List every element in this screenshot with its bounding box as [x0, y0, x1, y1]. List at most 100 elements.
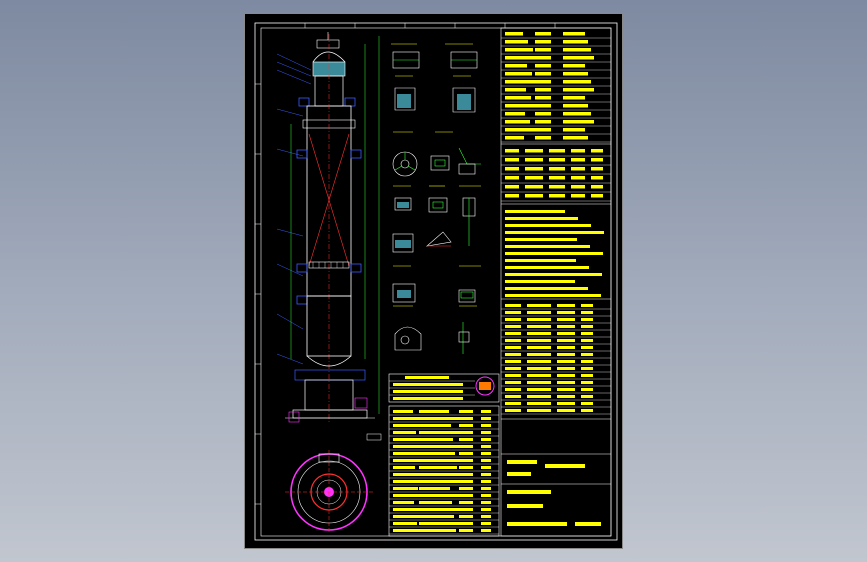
illegible-text	[581, 388, 593, 391]
illegible-text	[581, 304, 593, 307]
zone-ticks	[255, 23, 556, 505]
illegible-text	[505, 259, 576, 262]
illegible-text	[505, 353, 521, 356]
illegible-text	[535, 112, 551, 116]
illegible-text	[393, 452, 419, 455]
illegible-text	[459, 529, 473, 532]
illegible-text	[505, 273, 602, 276]
illegible-text	[505, 104, 536, 108]
illegible-text	[505, 96, 531, 100]
illegible-text	[393, 473, 422, 476]
illegible-text	[525, 194, 543, 198]
illegible-text	[563, 88, 594, 92]
illegible-text	[525, 185, 543, 189]
illegible-text	[481, 501, 491, 504]
illegible-text	[527, 353, 551, 356]
illegible-text	[557, 388, 575, 391]
illegible-text	[393, 431, 416, 434]
illegible-text	[505, 332, 521, 335]
illegible-text	[525, 176, 543, 180]
illegible-text	[535, 120, 551, 124]
illegible-text	[535, 56, 551, 60]
illegible-text	[505, 112, 525, 116]
illegible-text	[419, 431, 462, 434]
illegible-text	[571, 176, 585, 180]
illegible-text	[505, 40, 528, 44]
illegible-text	[505, 128, 535, 132]
illegible-text	[505, 238, 577, 241]
illegible-text	[581, 360, 593, 363]
illegible-text	[505, 252, 603, 255]
illegible-text	[481, 438, 491, 441]
illegible-text	[393, 522, 417, 525]
illegible-text	[557, 304, 575, 307]
illegible-text	[419, 459, 466, 462]
illegible-text	[393, 487, 418, 490]
illegible-text	[481, 515, 491, 518]
illegible-text	[535, 64, 551, 68]
illegible-text	[571, 158, 585, 162]
illegible-text	[581, 367, 593, 370]
illegible-text	[459, 452, 473, 455]
nozzle-table	[388, 373, 500, 403]
illegible-text	[527, 402, 551, 405]
illegible-text	[393, 417, 420, 420]
illegible-text	[459, 431, 473, 434]
illegible-text	[505, 80, 537, 84]
detail-views	[391, 43, 481, 354]
illegible-text	[557, 353, 575, 356]
illegible-text	[459, 424, 473, 427]
illegible-text	[563, 104, 588, 108]
illegible-text	[535, 80, 551, 84]
illegible-text	[557, 311, 575, 314]
illegible-text	[419, 417, 460, 420]
illegible-text	[581, 381, 593, 384]
illegible-text	[505, 176, 519, 180]
illegible-text	[505, 231, 604, 234]
illegible-text	[549, 194, 565, 198]
illegible-text	[505, 318, 521, 321]
illegible-text	[481, 487, 491, 490]
illegible-text	[419, 438, 453, 441]
illegible-text	[481, 445, 491, 448]
illegible-text	[505, 325, 521, 328]
illegible-text	[505, 64, 527, 68]
illegible-text	[563, 96, 585, 100]
illegible-text	[481, 473, 491, 476]
illegible-text	[459, 522, 473, 525]
illegible-text	[481, 508, 491, 511]
illegible-text	[563, 64, 585, 68]
illegible-text	[563, 48, 591, 52]
illegible-text	[507, 460, 537, 464]
illegible-text	[419, 452, 455, 455]
illegible-text	[581, 311, 593, 314]
illegible-text	[571, 149, 585, 153]
illegible-text	[505, 136, 524, 140]
illegible-text	[393, 515, 428, 518]
illegible-text	[419, 410, 449, 413]
illegible-text	[459, 445, 473, 448]
illegible-text	[459, 466, 473, 469]
illegible-text	[459, 515, 473, 518]
illegible-text	[505, 167, 519, 171]
illegible-text	[581, 339, 593, 342]
illegible-text	[525, 158, 543, 162]
illegible-text	[581, 402, 593, 405]
illegible-text	[393, 466, 415, 469]
illegible-text	[527, 360, 551, 363]
illegible-text	[481, 410, 491, 413]
illegible-text	[505, 56, 538, 60]
illegible-text	[481, 522, 491, 525]
illegible-text	[393, 480, 429, 483]
illegible-text	[563, 72, 588, 76]
illegible-text	[535, 72, 551, 76]
illegible-text	[535, 96, 551, 100]
illegible-text	[535, 40, 551, 44]
drawing-sheet[interactable]	[244, 13, 623, 549]
illegible-text	[505, 158, 519, 162]
illegible-text	[507, 472, 531, 476]
illegible-text	[581, 409, 593, 412]
illegible-text	[507, 504, 543, 508]
illegible-text	[419, 424, 451, 427]
